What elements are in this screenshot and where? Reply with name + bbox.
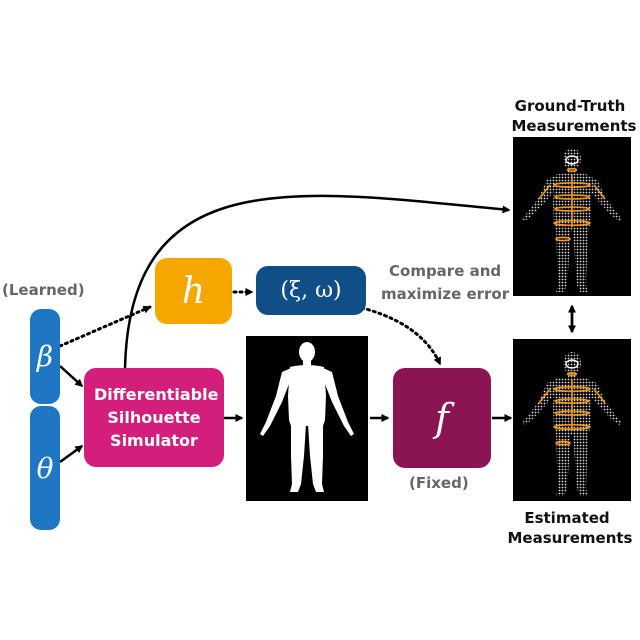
- f-symbol: f: [434, 396, 450, 440]
- beta-input: β: [30, 309, 60, 404]
- ground-truth-line1: Ground-Truth: [514, 97, 626, 115]
- silhouette-image: [246, 336, 368, 501]
- ground-truth-title: Ground-Truth Measurements: [495, 96, 640, 136]
- fixed-label: (Fixed): [409, 474, 469, 492]
- theta-input: θ: [30, 406, 60, 530]
- f-network-box: f: [393, 368, 491, 468]
- arrow-simulator-to-ground-truth: [123, 194, 511, 369]
- estimated-mesh-figure: [522, 352, 622, 496]
- arrow-theta-to-simulator: [59, 444, 84, 464]
- ground-truth-body-mesh: [513, 137, 631, 296]
- ground-truth-mesh-figure: [522, 148, 622, 292]
- estimated-body-mesh: [513, 339, 631, 501]
- ground-truth-line2: Measurements: [511, 117, 637, 135]
- estimated-line1: Estimated: [524, 509, 610, 527]
- arrow-beta-to-simulator: [59, 365, 84, 388]
- human-silhouette: [260, 342, 354, 492]
- compare-label-line2: maximize error: [381, 285, 510, 303]
- xi-omega-label: (ξ, ω): [280, 278, 342, 303]
- compare-label-line1: Compare and: [389, 262, 502, 280]
- h-network-box: h: [155, 258, 232, 324]
- silhouette-simulator-box: Differentiable Silhouette Simulator: [84, 368, 224, 467]
- estimated-title: Estimated Measurements: [495, 508, 640, 548]
- estimated-line2: Measurements: [507, 529, 633, 547]
- h-symbol: h: [181, 270, 206, 312]
- learned-label: (Learned): [2, 281, 85, 299]
- xi-omega-box: (ξ, ω): [256, 266, 366, 315]
- arrow-beta-to-h: [58, 305, 152, 348]
- simulator-label: Differentiable Silhouette Simulator: [94, 385, 219, 450]
